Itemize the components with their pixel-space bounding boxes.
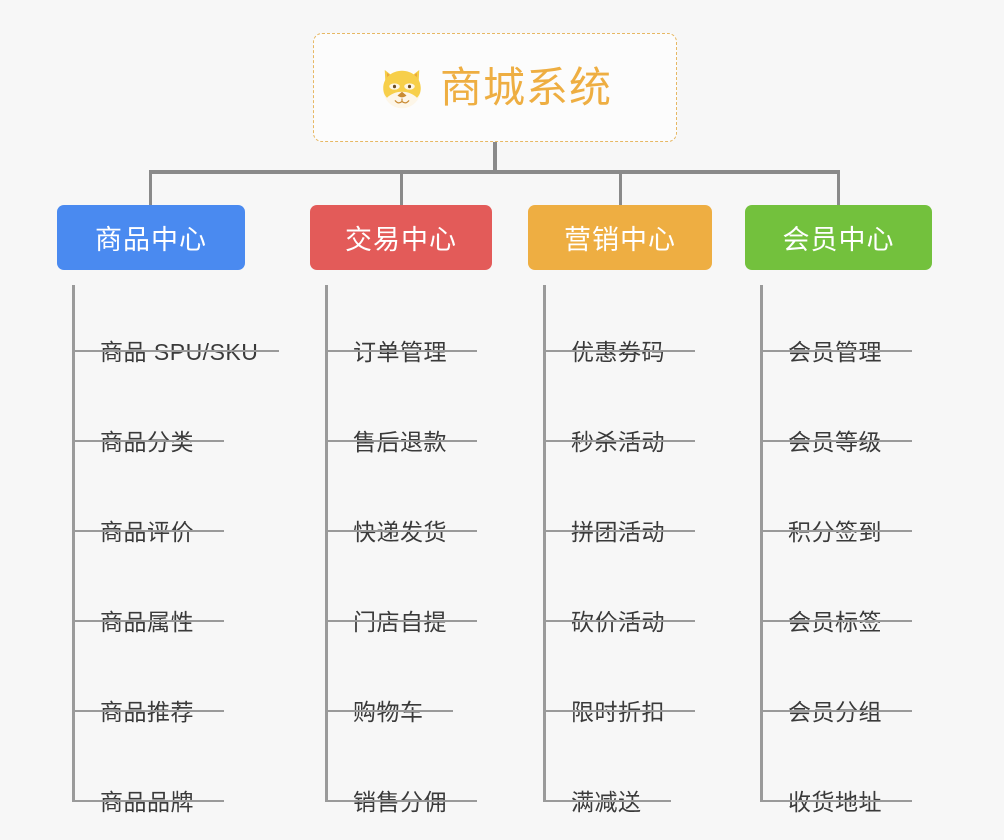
shiba-dog-emoji: [383, 69, 421, 108]
leaf-item-label: 商品推荐: [100, 699, 194, 725]
leaf-item-underline: [760, 710, 912, 712]
leaf-item[interactable]: 售后退款: [325, 375, 477, 465]
leaf-item-underline: [760, 350, 912, 352]
leaf-item-underline: [543, 530, 695, 532]
leaf-item[interactable]: 快递发货: [325, 465, 477, 555]
leaf-item-underline: [760, 440, 912, 442]
leaf-item-underline: [543, 440, 695, 442]
leaf-item-underline: [543, 800, 671, 802]
leaf-item-underline: [72, 350, 279, 352]
leaf-item-label: 限时折扣: [571, 699, 665, 725]
root-node-mall-system[interactable]: 商城系统: [313, 33, 677, 142]
leaf-item-label: 销售分佣: [353, 789, 447, 815]
leaf-item[interactable]: 商品分类: [72, 375, 224, 465]
leaf-item-label: 秒杀活动: [571, 429, 665, 455]
leaf-item-label: 订单管理: [353, 339, 447, 365]
leaf-item[interactable]: 拼团活动: [543, 465, 695, 555]
leaf-item-underline: [325, 800, 477, 802]
leaf-item[interactable]: 订单管理: [325, 285, 477, 375]
leaf-item-label: 拼团活动: [571, 519, 665, 545]
leaf-item[interactable]: 会员管理: [760, 285, 912, 375]
leaf-item-label: 商品属性: [100, 609, 194, 635]
leaf-item[interactable]: 满减送: [543, 735, 671, 825]
leaf-item[interactable]: 会员分组: [760, 645, 912, 735]
leaf-item[interactable]: 门店自提: [325, 555, 477, 645]
leaf-item-label: 砍价活动: [571, 609, 665, 635]
leaf-item[interactable]: 砍价活动: [543, 555, 695, 645]
leaf-item[interactable]: 商品评价: [72, 465, 224, 555]
leaf-item-underline: [72, 620, 224, 622]
leaf-item[interactable]: 积分签到: [760, 465, 912, 555]
leaf-item-label: 会员分组: [788, 699, 882, 725]
leaf-item-underline: [325, 620, 477, 622]
leaf-item[interactable]: 秒杀活动: [543, 375, 695, 465]
category-header-trade-center[interactable]: 交易中心: [310, 205, 492, 270]
leaf-item-label: 会员标签: [788, 609, 882, 635]
leaf-column-rail: [760, 285, 763, 800]
leaf-item-label: 会员管理: [788, 339, 882, 365]
category-header-product-center[interactable]: 商品中心: [57, 205, 245, 270]
leaf-item[interactable]: 商品 SPU/SKU: [72, 285, 279, 375]
leaf-item[interactable]: 会员标签: [760, 555, 912, 645]
connector-drop-marketing-center: [619, 170, 622, 208]
category-header-label: 营销中心: [564, 225, 676, 255]
leaf-item-underline: [543, 350, 695, 352]
category-header-label: 交易中心: [345, 225, 457, 255]
leaf-item-underline: [325, 440, 477, 442]
connector-root-stem: [493, 142, 497, 172]
leaf-item-underline: [72, 710, 224, 712]
connector-bus-bar: [150, 170, 840, 174]
leaf-item-label: 积分签到: [788, 519, 882, 545]
leaf-item-label: 购物车: [353, 699, 424, 725]
leaf-item-underline: [760, 530, 912, 532]
leaf-item-label: 收货地址: [788, 789, 882, 815]
leaf-item-label: 满减送: [571, 789, 642, 815]
category-header-marketing-center[interactable]: 营销中心: [528, 205, 712, 270]
leaf-item[interactable]: 销售分佣: [325, 735, 477, 825]
leaf-item[interactable]: 限时折扣: [543, 645, 695, 735]
category-header-label: 会员中心: [782, 225, 895, 255]
leaf-item-underline: [72, 440, 224, 442]
category-header-label: 商品中心: [95, 225, 207, 255]
leaf-item-label: 商品分类: [100, 429, 194, 455]
leaf-item-underline: [72, 530, 224, 532]
leaf-item[interactable]: 商品属性: [72, 555, 224, 645]
leaf-column-rail: [72, 285, 75, 800]
leaf-column-rail: [543, 285, 546, 800]
connector-drop-product-center: [149, 170, 152, 208]
leaf-item-underline: [760, 800, 912, 802]
connector-drop-member-center: [837, 170, 840, 208]
leaf-item-underline: [543, 620, 695, 622]
leaf-item-label: 商品品牌: [100, 789, 194, 815]
leaf-item[interactable]: 购物车: [325, 645, 453, 735]
leaf-item-underline: [760, 620, 912, 622]
leaf-item-label: 会员等级: [788, 429, 882, 455]
leaf-item-label: 售后退款: [353, 429, 447, 455]
leaf-item-label: 快递发货: [353, 519, 447, 545]
leaf-item[interactable]: 会员等级: [760, 375, 912, 465]
connector-drop-trade-center: [400, 170, 403, 208]
leaf-item[interactable]: 商品推荐: [72, 645, 224, 735]
category-header-member-center[interactable]: 会员中心: [745, 205, 932, 270]
leaf-item[interactable]: 优惠券码: [543, 285, 695, 375]
leaf-item-label: 商品评价: [100, 519, 194, 545]
leaf-item-label: 商品 SPU/SKU: [100, 339, 259, 365]
leaf-item-underline: [543, 710, 695, 712]
leaf-item-label: 优惠券码: [571, 339, 665, 365]
root-title: 商城系统: [439, 63, 612, 111]
leaf-item-underline: [325, 530, 477, 532]
leaf-item-underline: [325, 350, 477, 352]
leaf-item-underline: [72, 800, 224, 802]
leaf-item-label: 门店自提: [353, 609, 447, 635]
leaf-item[interactable]: 商品品牌: [72, 735, 224, 825]
leaf-item-underline: [325, 710, 453, 712]
leaf-item[interactable]: 收货地址: [760, 735, 912, 825]
leaf-column-rail: [325, 285, 328, 800]
